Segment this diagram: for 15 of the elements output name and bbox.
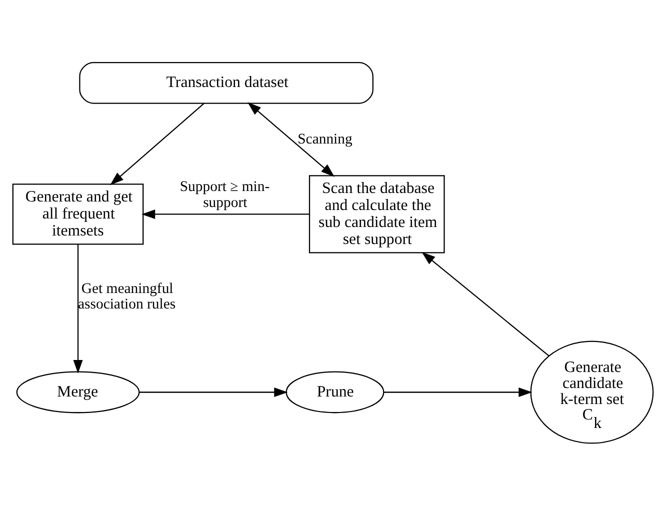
node-ellipse: Merge xyxy=(16,371,140,414)
edge-label: Scanning xyxy=(298,131,352,148)
arrow xyxy=(384,387,532,397)
edge-label: Get meaningful association rules xyxy=(78,280,176,313)
arrow xyxy=(422,252,550,356)
node-box: Generate and get all frequent itemsets xyxy=(12,184,144,245)
arrow xyxy=(73,244,83,374)
edge-label: Support ≥ min-support xyxy=(180,178,270,211)
node-box: Scan the database and calculate the sub candidate item set support xyxy=(308,175,445,254)
arrow xyxy=(110,102,204,186)
arrow xyxy=(142,209,310,219)
arrow xyxy=(248,102,335,177)
node-box: Transaction dataset xyxy=(79,62,374,104)
node-ellipse: Prune xyxy=(286,371,384,414)
arrow xyxy=(139,387,288,397)
